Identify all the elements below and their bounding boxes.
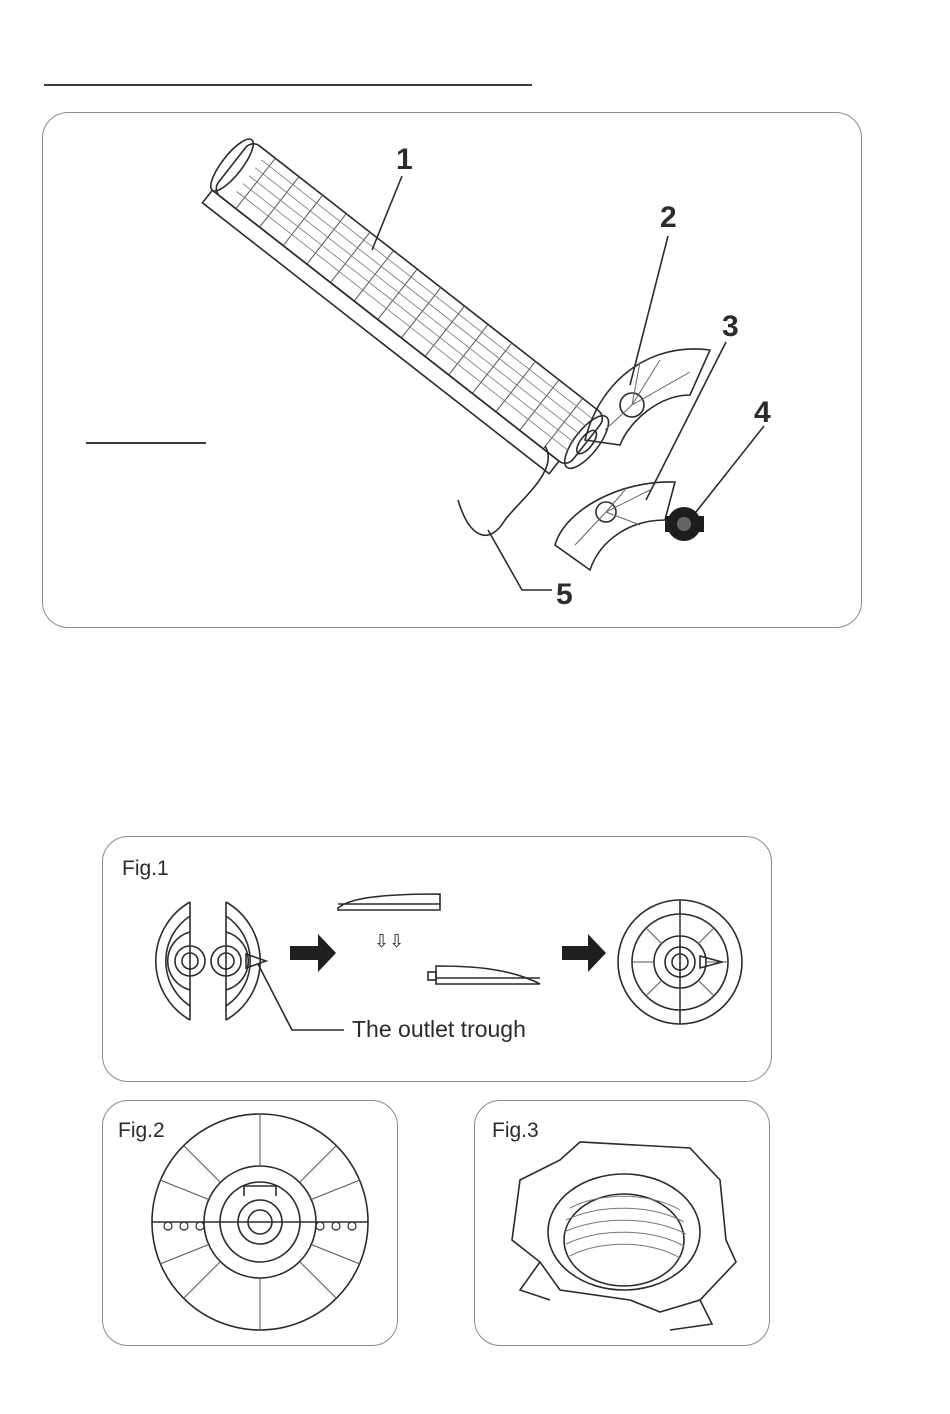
fig3-drawing [0, 0, 950, 1414]
